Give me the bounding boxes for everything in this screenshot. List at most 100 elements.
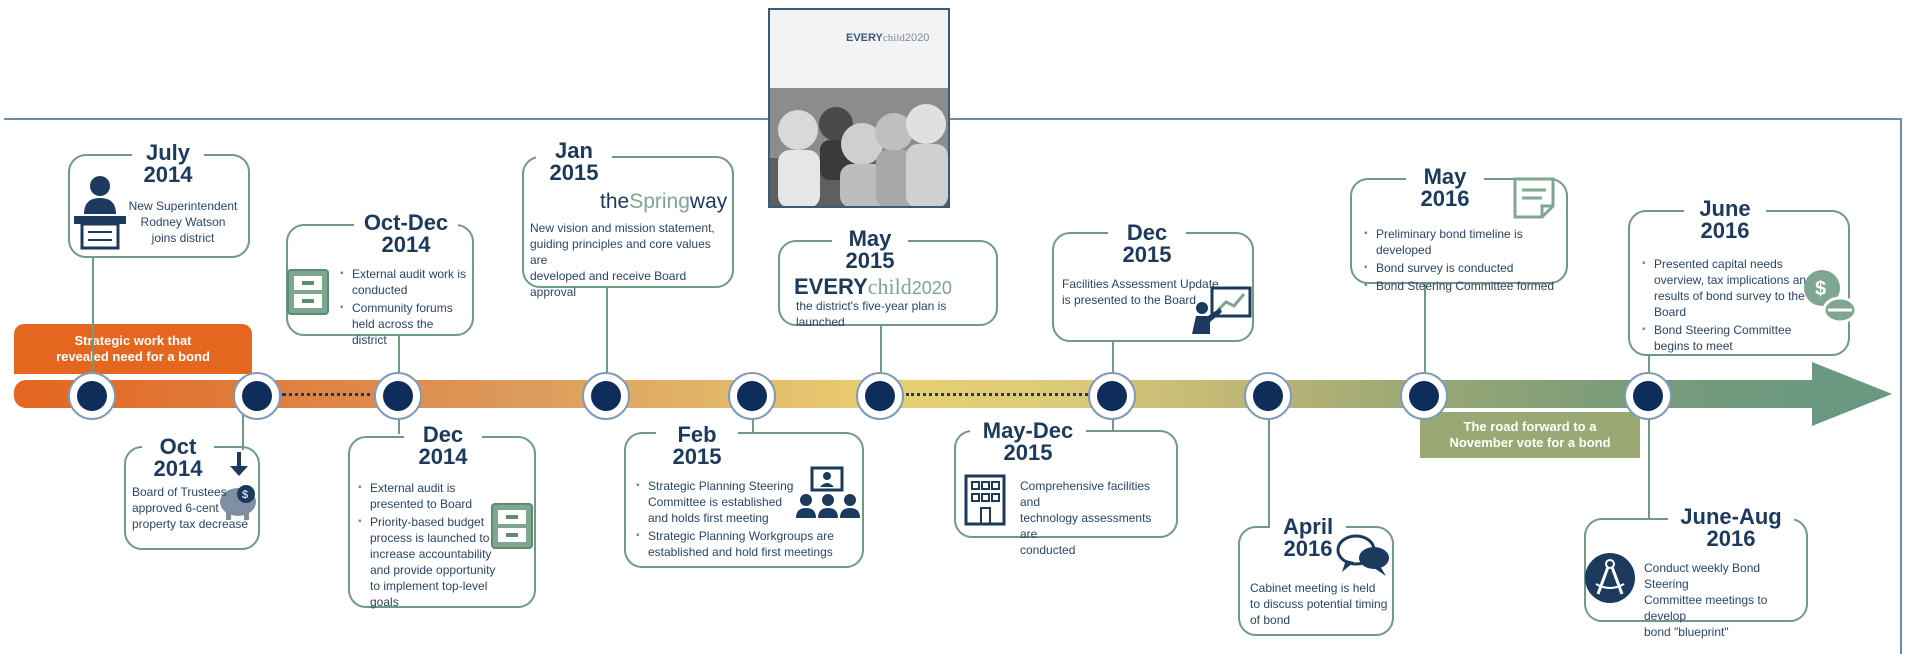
connector-feb2015 [752, 410, 754, 432]
every-child-2020-book-cover: EVERYchild2020 [768, 8, 950, 208]
podium-person-icon [74, 176, 126, 250]
event-desc-maydec2015: Comprehensive facilities and technology … [1020, 478, 1170, 558]
frame-top-line [4, 118, 768, 120]
timeline-dotted-segment-1 [282, 393, 378, 396]
connector-junaug2016 [1648, 410, 1650, 518]
event-title-jun2016: June 2016 [1684, 198, 1766, 242]
event-title-dec2014: Dec 2014 [404, 424, 482, 468]
event-desc-apr2016-line3: of bond [1250, 613, 1291, 627]
event-desc-may2016: Preliminary bond timeline is developed B… [1362, 226, 1562, 296]
event-bullet-may2016-2: Bond survey is conducted [1364, 260, 1562, 276]
every-child-logo-year: 2020 [911, 278, 952, 298]
spring-way-logo-spring: Spring [629, 190, 690, 213]
frame-top-line-right [950, 118, 1902, 120]
event-desc-apr2016-line2: to discuss potential timing [1250, 597, 1388, 611]
event-month-may2015: May [848, 226, 892, 251]
event-year-jun2016: 2016 [1700, 218, 1750, 243]
event-title-may2016: May 2016 [1406, 166, 1484, 210]
event-bullet-octdec2014-2: Community forums held across the distric… [340, 300, 468, 348]
event-year-junaug2016: 2016 [1706, 526, 1756, 551]
connector-may2015 [880, 324, 882, 378]
event-bullet-may2016-3: Bond Steering Committee formed [1364, 278, 1562, 294]
book-logo-every: EVERY [846, 32, 883, 44]
event-desc-junaug2016-line1: Conduct weekly Bond Steering [1644, 561, 1761, 591]
event-year-jan2015: 2015 [549, 160, 599, 185]
event-desc-junaug2016-line2: Committee meetings to develop [1644, 593, 1768, 623]
event-year-dec2014: 2014 [418, 444, 468, 469]
every-child-logo-child: child [867, 274, 912, 299]
event-month-oct2014: Oct [159, 434, 197, 459]
connector-oct2014 [242, 410, 244, 450]
event-desc-oct2014: Board of Trustees approved 6-cent proper… [132, 484, 252, 532]
connector-jul2014 [92, 258, 94, 378]
event-desc-dec2015: Facilities Assessment Update is presente… [1062, 276, 1232, 308]
event-desc-apr2016-line1: Cabinet meeting is held [1250, 581, 1376, 595]
event-month-junaug2016: June-Aug [1680, 504, 1782, 529]
book-logo: EVERYchild2020 [846, 32, 929, 44]
connector-dec2015 [1112, 340, 1114, 378]
every-child-logo-every: EVERY [794, 274, 868, 299]
event-desc-maydec2015-line2: technology assessments are [1020, 511, 1152, 541]
piggy-bank-dollar-icon: $ [220, 452, 256, 520]
event-month-maydec2015: May-Dec [982, 418, 1074, 443]
timeline-node-apr2016 [1244, 372, 1292, 420]
connector-octdec2014 [398, 336, 400, 378]
event-month-dec2014: Dec [422, 422, 464, 447]
spring-way-logo-pre: the [600, 190, 630, 213]
event-desc-maydec2015-line3: conducted [1020, 543, 1076, 557]
event-month-dec2015: Dec [1126, 220, 1168, 245]
road-forward-line2: November vote for a bond [1449, 435, 1611, 450]
strategic-work-banner: Strategic work that revealed need for a … [14, 324, 252, 374]
event-month-jan2015: Jan [555, 138, 593, 163]
strategic-banner-line2: revealed need for a bond [56, 349, 210, 364]
timeline-dotted-segment-2 [906, 393, 1106, 396]
event-desc-feb2015: Strategic Planning Steering Committee is… [634, 478, 858, 562]
event-desc-jan2015: New vision and mission statement, guidin… [530, 220, 730, 300]
event-desc-dec2014: External audit is presented to Board Pri… [356, 480, 496, 612]
frame-right-line [1900, 118, 1902, 654]
connector-jun2016 [1648, 356, 1650, 378]
event-bullet-dec2014-2: Priority-based budget process is launche… [358, 514, 496, 610]
event-title-oct2014: Oct 2014 [142, 436, 214, 480]
event-year-maydec2015: 2015 [1003, 440, 1053, 465]
event-desc-maydec2015-line1: Comprehensive facilities and [1020, 479, 1151, 509]
event-year-feb2015: 2015 [672, 444, 722, 469]
event-title-octdec2014: Oct-Dec 2014 [354, 212, 458, 256]
drafting-compass-icon [1585, 553, 1635, 603]
event-year-may2016: 2016 [1420, 186, 1470, 211]
event-desc-jul2014-line3: joins district [151, 231, 215, 245]
event-desc-jul2014-line1: New Superintendent [128, 199, 238, 213]
every-child-2020-logo: EVERYchild2020 [794, 274, 952, 300]
svg-text:$: $ [1815, 278, 1826, 300]
event-desc-may2015-line1: the district's five-year plan is launche… [796, 299, 947, 329]
timeline-node-dec2015 [1088, 372, 1136, 420]
event-month-feb2015: Feb [677, 422, 717, 447]
file-cabinet-icon [491, 503, 533, 549]
event-bullet-feb2015-2: Strategic Planning Workgroups are establ… [636, 528, 858, 560]
event-title-apr2016: April 2016 [1270, 516, 1346, 560]
connector-maydec2015 [1112, 410, 1114, 430]
event-bullet-jun2016-2: Bond Steering Committee begins to meet [1642, 322, 1806, 354]
book-logo-year: 2020 [904, 32, 930, 44]
event-desc-jun2016: Presented capital needs overview, tax im… [1640, 256, 1820, 356]
event-year-dec2015: 2015 [1122, 242, 1172, 267]
event-desc-jan2015-line3: developed and receive Board approval [530, 269, 687, 299]
road-forward-line1: The road forward to a [1463, 419, 1597, 434]
event-desc-dec2015-line2: is presented to the Board [1062, 293, 1197, 307]
event-month-jul2014: July [145, 140, 191, 165]
timeline-arrowhead [1812, 362, 1892, 426]
children-photo [770, 88, 948, 206]
event-month-may2016: May [1423, 164, 1467, 189]
timeline-node-jun2016 [1624, 372, 1672, 420]
event-desc-may2015: the district's five-year plan is launche… [796, 298, 996, 330]
event-year-apr2016: 2016 [1283, 536, 1333, 561]
event-month-jun2016: June [1699, 196, 1751, 221]
timeline-node-may2015 [856, 372, 904, 420]
connector-apr2016 [1268, 410, 1270, 526]
speech-bubbles-icon [1336, 534, 1389, 576]
the-spring-way-logo: theSpringway [600, 190, 727, 214]
event-desc-jul2014-line2: Rodney Watson [140, 215, 226, 229]
event-desc-oct2014-line2: approved 6-cent [132, 501, 219, 515]
event-desc-junaug2016-line3: bond "blueprint" [1644, 625, 1729, 639]
event-desc-junaug2016: Conduct weekly Bond Steering Committee m… [1644, 560, 1808, 640]
